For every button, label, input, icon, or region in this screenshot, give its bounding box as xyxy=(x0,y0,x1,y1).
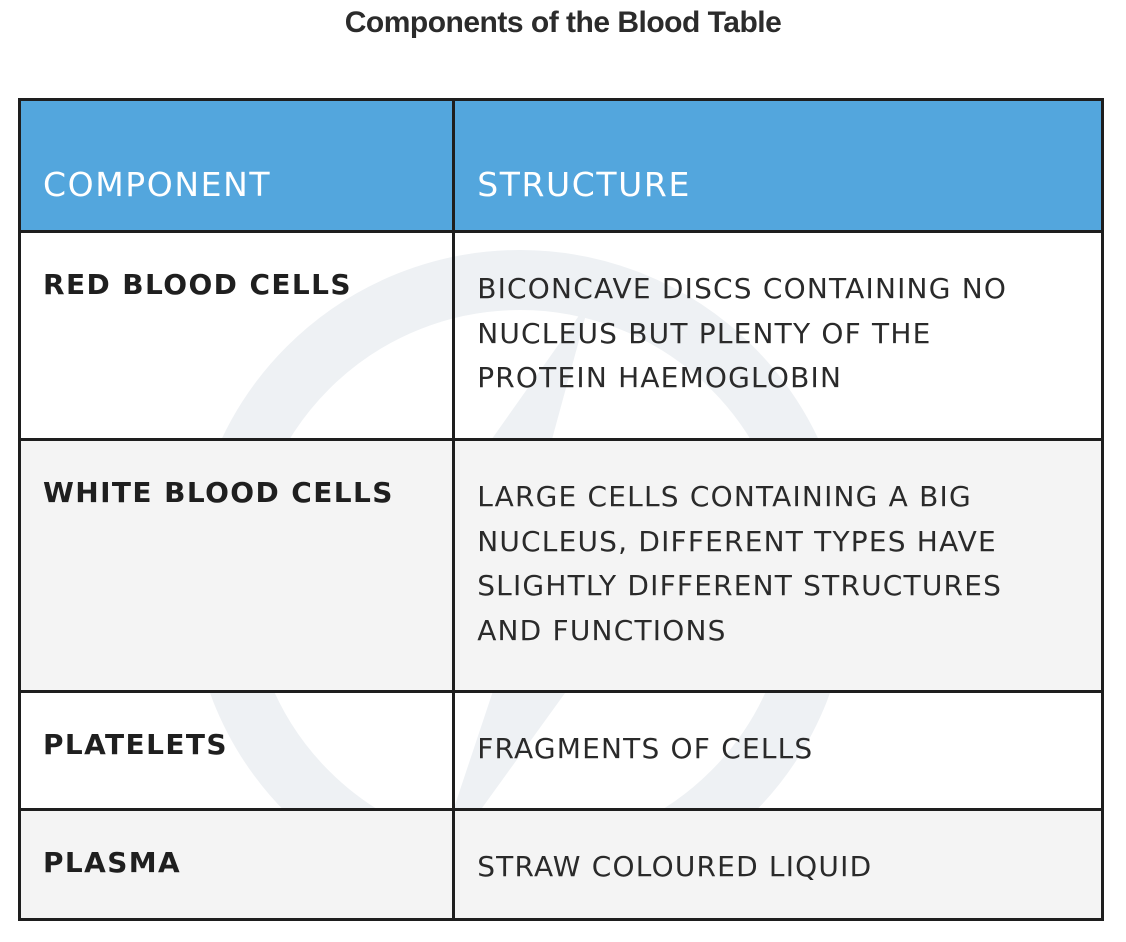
header-component: COMPONENT xyxy=(17,98,456,233)
structure-cell: STRAW COLOURED LIQUID xyxy=(452,808,1104,921)
table-row: PLASMA STRAW COLOURED LIQUID xyxy=(17,808,1104,921)
structure-text: BICONCAVE DISCS CONTAINING NO NUCLEUS BU… xyxy=(477,272,1008,394)
structure-text: FRAGMENTS OF CELLS xyxy=(477,732,814,765)
table-row: WHITE BLOOD CELLS LARGE CELLS CONTAINING… xyxy=(17,438,1104,693)
component-cell: PLASMA xyxy=(17,808,456,921)
structure-text: STRAW COLOURED LIQUID xyxy=(477,850,873,883)
component-label: RED BLOOD CELLS xyxy=(43,268,352,301)
component-cell: RED BLOOD CELLS xyxy=(17,230,456,441)
structure-cell: FRAGMENTS OF CELLS xyxy=(452,690,1104,811)
component-label: WHITE BLOOD CELLS xyxy=(43,476,394,509)
structure-text: LARGE CELLS CONTAINING A BIG NUCLEUS, DI… xyxy=(477,480,1003,647)
table-row: RED BLOOD CELLS BICONCAVE DISCS CONTAINI… xyxy=(17,230,1104,441)
component-label: PLASMA xyxy=(43,846,182,879)
component-label: PLATELETS xyxy=(43,728,228,761)
blood-components-table: COMPONENT STRUCTURE RED BLOOD CELLS BICO… xyxy=(17,98,1104,921)
structure-cell: LARGE CELLS CONTAINING A BIG NUCLEUS, DI… xyxy=(452,438,1104,693)
table-row: PLATELETS FRAGMENTS OF CELLS xyxy=(17,690,1104,811)
table-header-row: COMPONENT STRUCTURE xyxy=(17,98,1104,233)
header-structure: STRUCTURE xyxy=(452,98,1104,233)
structure-cell: BICONCAVE DISCS CONTAINING NO NUCLEUS BU… xyxy=(452,230,1104,441)
component-cell: WHITE BLOOD CELLS xyxy=(17,438,456,693)
component-cell: PLATELETS xyxy=(17,690,456,811)
page-title: Components of the Blood Table xyxy=(344,6,782,39)
